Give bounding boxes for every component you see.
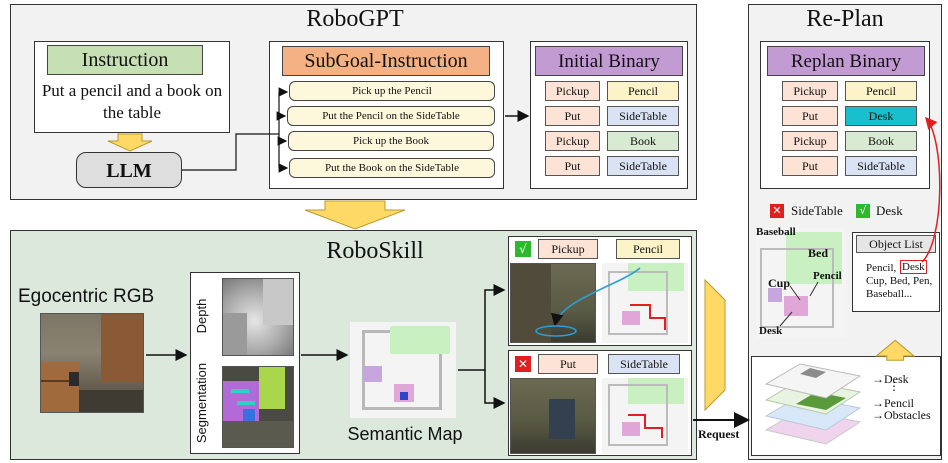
- map-label-desk: Desk: [759, 325, 783, 337]
- top-scene-image: [510, 263, 596, 343]
- fail-label-replan: SideTable: [791, 203, 843, 218]
- instruction-text: Put a pencil and a book on the table: [41, 81, 223, 122]
- replan-action-2: Put: [782, 106, 838, 126]
- replan-object-2: Desk: [845, 106, 917, 126]
- initial-object-4: SideTable: [607, 156, 679, 176]
- map-label-bed: Bed: [808, 246, 829, 260]
- subgoal-2: Put the Pencil on the SideTable: [287, 106, 495, 126]
- layer-ellipsis: ⋮: [888, 379, 900, 393]
- replan-action-3: Pickup: [782, 131, 838, 151]
- success-mark-top: √: [515, 241, 531, 257]
- layered-map-graphic: [764, 363, 862, 445]
- subgoal-3: Pick up the Book: [288, 131, 494, 151]
- layer-label-obstacles-text: Obstacles: [884, 408, 931, 422]
- replan-action-1: Pickup: [782, 81, 838, 101]
- egocentric-label: Egocentric RGB: [18, 286, 155, 307]
- robogpt-title: RoboGPT: [306, 6, 404, 32]
- request-label: Request: [698, 427, 740, 441]
- initial-action-1: Pickup: [545, 81, 600, 101]
- initial-binary-header: Initial Binary: [535, 46, 683, 76]
- llm-box: LLM: [76, 152, 182, 188]
- layer-label-pencil-text: Pencil: [884, 396, 914, 410]
- instruction-to-llm-arrow: [107, 133, 153, 152]
- top-minimap-image: [602, 263, 688, 343]
- replan-title: Re-Plan: [806, 6, 884, 32]
- fail-mark-bottom: ✕: [515, 356, 531, 372]
- roboskill-to-replan-arrow: [704, 278, 726, 412]
- segmentation-image: [222, 366, 294, 448]
- layer-label-pencil: →Pencil: [872, 396, 914, 410]
- subgoal-1: Pick up the Pencil: [289, 81, 495, 101]
- roboskill-title: RoboSkill: [326, 238, 424, 264]
- top-object-tag: Pencil: [616, 239, 680, 259]
- ok-mark-replan: √: [856, 204, 870, 218]
- layers-to-object-arrow: [874, 339, 916, 361]
- replan-binary-header: Replan Binary: [767, 46, 925, 76]
- replan-action-4: Put: [782, 156, 838, 176]
- subgoal-4: Put the Book on the SideTable: [289, 158, 495, 178]
- initial-object-1: Pencil: [607, 81, 679, 101]
- layer-label-desk: →Desk: [872, 372, 909, 386]
- fail-mark-replan: ✕: [770, 204, 784, 218]
- layer-label-desk-text: Desk: [884, 372, 909, 386]
- replan-object-3: Book: [845, 131, 917, 151]
- robogpt-to-roboskill-arrow: [304, 200, 406, 230]
- subgoal-header: SubGoal-Instruction: [282, 46, 490, 76]
- initial-action-2: Put: [545, 106, 600, 126]
- object-list-rest-2: Baseball...: [866, 288, 913, 300]
- map-label-cup: Cup: [768, 276, 791, 290]
- instruction-header: Instruction: [47, 45, 203, 75]
- replan-object-4: SideTable: [845, 156, 917, 176]
- object-list-rest-1: Cup, Bed, Pen,: [866, 275, 933, 287]
- initial-object-2: SideTable: [607, 106, 679, 126]
- map-label-pencil: Pencil: [813, 270, 842, 282]
- replan-map-image: [756, 228, 846, 338]
- replan-object-1: Pencil: [845, 81, 917, 101]
- egocentric-rgb-image: [40, 313, 144, 413]
- semantic-map-image: [350, 322, 456, 418]
- object-list-highlight: Desk: [900, 260, 927, 274]
- depth-image: [222, 278, 294, 356]
- object-list-first: Pencil,: [866, 262, 897, 274]
- layer-label-obstacles: →Obstacles: [872, 408, 931, 422]
- initial-action-4: Put: [545, 156, 600, 176]
- semantic-map-label: Semantic Map: [347, 424, 463, 444]
- bottom-action-tag: Put: [538, 354, 598, 374]
- bottom-scene-image: [510, 378, 596, 454]
- top-action-tag: Pickup: [538, 239, 598, 259]
- initial-object-3: Book: [607, 131, 679, 151]
- bottom-object-tag: SideTable: [608, 354, 680, 374]
- initial-action-3: Pickup: [545, 131, 600, 151]
- map-label-baseball: Baseball: [756, 226, 796, 238]
- object-list-header: Object List: [856, 235, 936, 253]
- ok-label-replan: Desk: [876, 203, 903, 218]
